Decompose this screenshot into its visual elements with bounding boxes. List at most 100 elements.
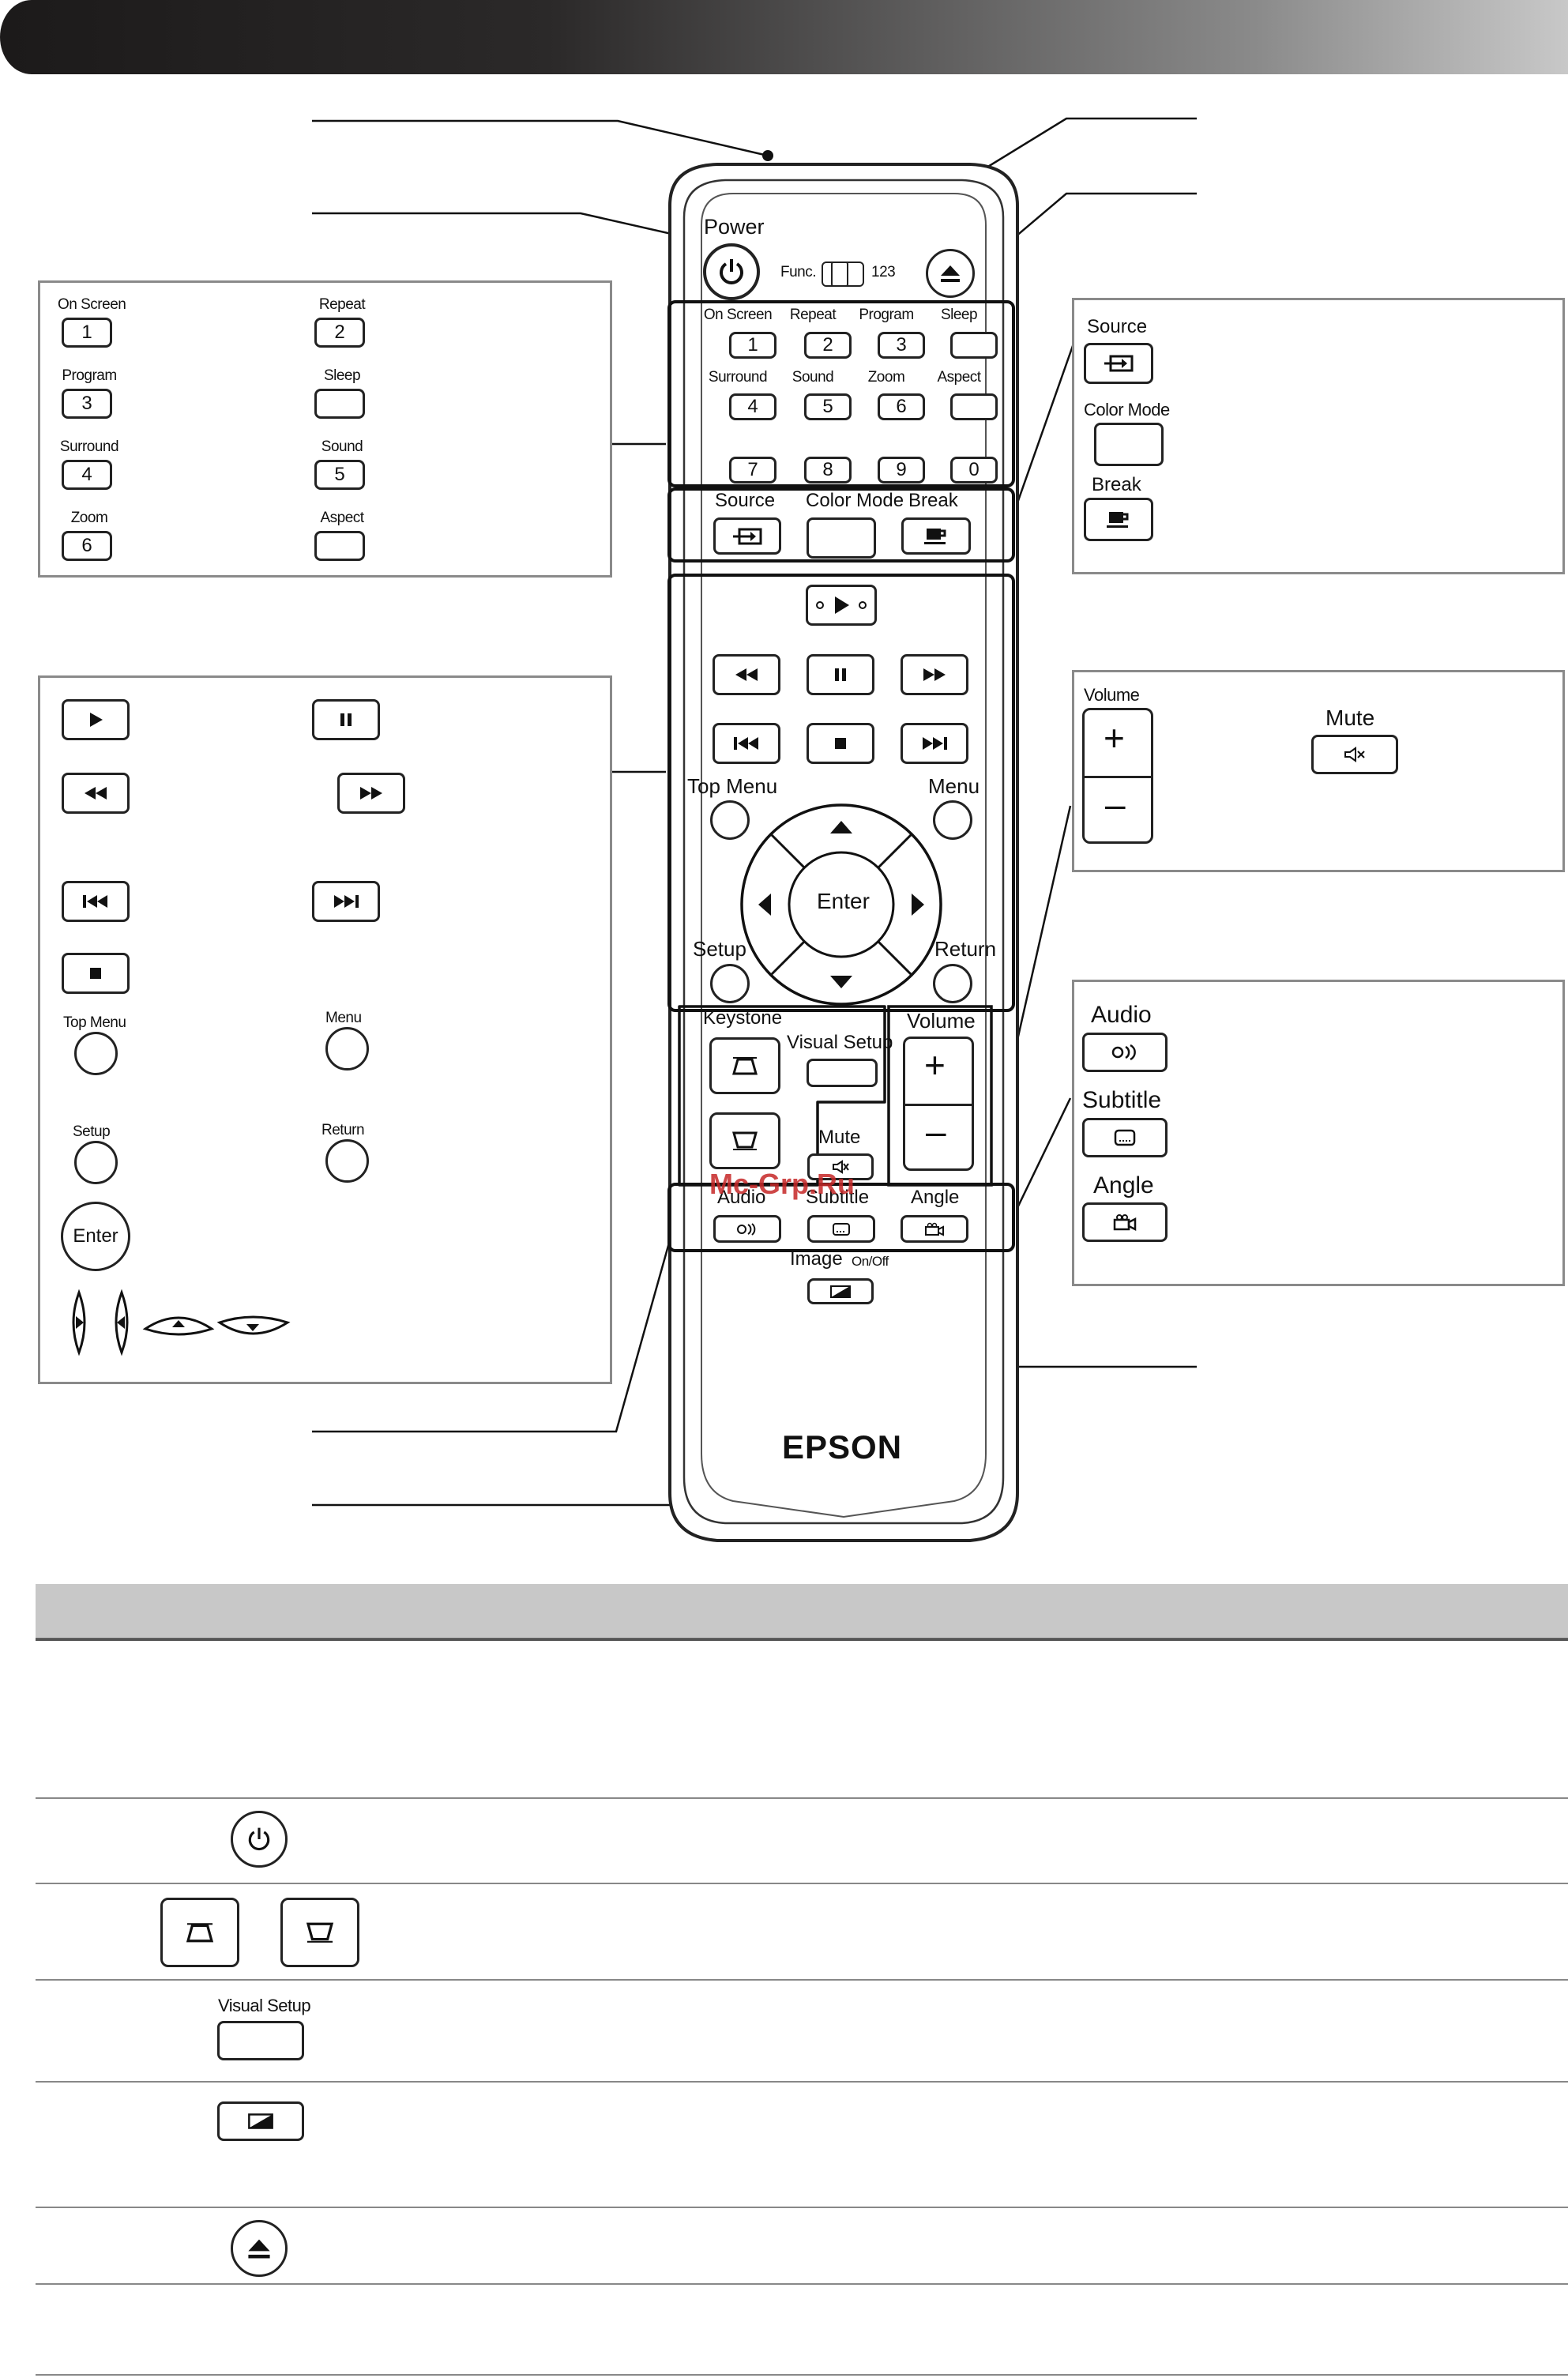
number-key[interactable]: 9 [878,457,925,484]
header-bar [0,0,1568,74]
up-arrow-icon[interactable] [830,821,852,833]
keystone-label: Keystone [703,1007,783,1029]
break-label: Break [908,490,958,511]
subtitle-label: Subtitle [806,1187,870,1208]
rewind-icon [735,668,758,681]
fast-forward-button[interactable] [901,654,968,695]
down-arrow-icon [246,1324,259,1331]
skip-previous-icon [83,895,107,908]
right-arrow-icon [76,1316,84,1329]
source-button[interactable] [713,517,781,555]
dpad[interactable] [739,802,944,1007]
number-key-label: Sound [792,369,834,386]
number-key-label: Sleep [940,307,978,323]
menu-button[interactable] [933,800,972,840]
left-arrow-icon[interactable] [758,894,771,916]
table-divider [36,1639,1568,1641]
setup-button[interactable] [710,964,750,1003]
coffee-cup-icon [1107,511,1129,528]
eject-button[interactable] [926,249,975,298]
power-icon [248,1827,270,1851]
image-onoff-button[interactable] [807,1278,874,1304]
color-mode-label: Color Mode [806,490,904,511]
panel-enter-label: Enter [73,1225,118,1247]
mute-button[interactable] [807,1153,874,1180]
number-key[interactable]: 8 [804,457,852,484]
stop-icon [835,738,846,749]
number-key[interactable]: 3 [878,332,925,359]
panel-color-mode-label: Color Mode [1084,400,1170,420]
coffee-cup-icon [924,528,946,544]
panel-key [314,531,365,561]
panel-audio-label: Audio [1091,1002,1152,1028]
panel-top-menu-button [74,1032,118,1075]
number-key[interactable] [950,393,998,420]
func-switch[interactable] [822,262,864,287]
panel-fast-forward-button [337,773,405,814]
number-key[interactable]: 4 [729,393,776,420]
pause-button[interactable] [807,654,874,695]
panel-stop-button [62,953,130,994]
previous-button[interactable] [713,723,780,764]
subtitle-icon [833,1222,850,1236]
number-key[interactable]: 0 [950,457,998,484]
right-arrow-icon[interactable] [912,894,924,916]
angle-label: Angle [911,1187,960,1208]
number-key[interactable]: 1 [729,332,776,359]
panel-play-button [62,699,130,740]
table-visual-setup-key [217,2021,304,2060]
num-mode-label: 123 [871,264,896,280]
camera-icon [925,1222,944,1236]
stop-button[interactable] [807,723,874,764]
number-key[interactable]: 2 [804,332,852,359]
number-key[interactable]: 6 [878,393,925,420]
power-button[interactable] [703,243,760,300]
keystone-up-button[interactable] [709,1037,780,1094]
panel-key: 4 [62,460,112,490]
next-button[interactable] [901,723,968,764]
down-arrow-icon[interactable] [830,976,852,988]
panel-key: 1 [62,318,112,348]
table-image-key [217,2101,304,2141]
panel-return-button [325,1139,369,1183]
number-key[interactable]: 5 [804,393,852,420]
source-group [667,487,1015,563]
audio-button[interactable] [713,1215,781,1243]
table-eject-key [231,2220,288,2277]
panel-break-label: Break [1092,474,1141,495]
break-button[interactable] [901,517,971,555]
table-keystone-up-key [160,1898,239,1967]
setup-label: Setup [693,937,746,961]
panel-key: 5 [314,460,365,490]
subtitle-icon [1114,1129,1136,1146]
rewind-button[interactable] [713,654,780,695]
top-menu-button[interactable] [710,800,750,840]
power-icon [720,259,743,284]
panel-menu-label: Menu [325,1010,362,1026]
keystone-down-button[interactable] [709,1112,780,1169]
play-button[interactable] [806,585,877,626]
panel-setup-label: Setup [73,1123,111,1140]
number-key[interactable] [950,332,998,359]
color-mode-button[interactable] [807,517,876,559]
panel-key-label: Aspect [320,510,364,526]
volume-rocker[interactable]: + – [903,1037,974,1171]
menu-label: Menu [928,774,980,798]
return-button[interactable] [933,964,972,1003]
panel-key-label: Program [62,367,117,384]
panel-mute-label: Mute [1325,705,1375,730]
panel-key-label: Surround [59,438,119,455]
panel-volume-plus: + [1104,717,1125,758]
panel-subtitle-button [1082,1118,1168,1157]
volume-label: Volume [907,1009,976,1033]
subtitle-button[interactable] [807,1215,875,1243]
table-row-divider [36,2207,1568,2208]
volume-plus-button[interactable]: + [924,1044,946,1086]
panel-key: 2 [314,318,365,348]
volume-minus-button[interactable]: – [926,1111,946,1152]
number-key[interactable]: 7 [729,457,776,484]
angle-button[interactable] [901,1215,968,1243]
enter-label[interactable]: Enter [817,889,870,913]
visual-setup-button[interactable] [807,1059,878,1087]
audio-group [667,1183,1015,1252]
